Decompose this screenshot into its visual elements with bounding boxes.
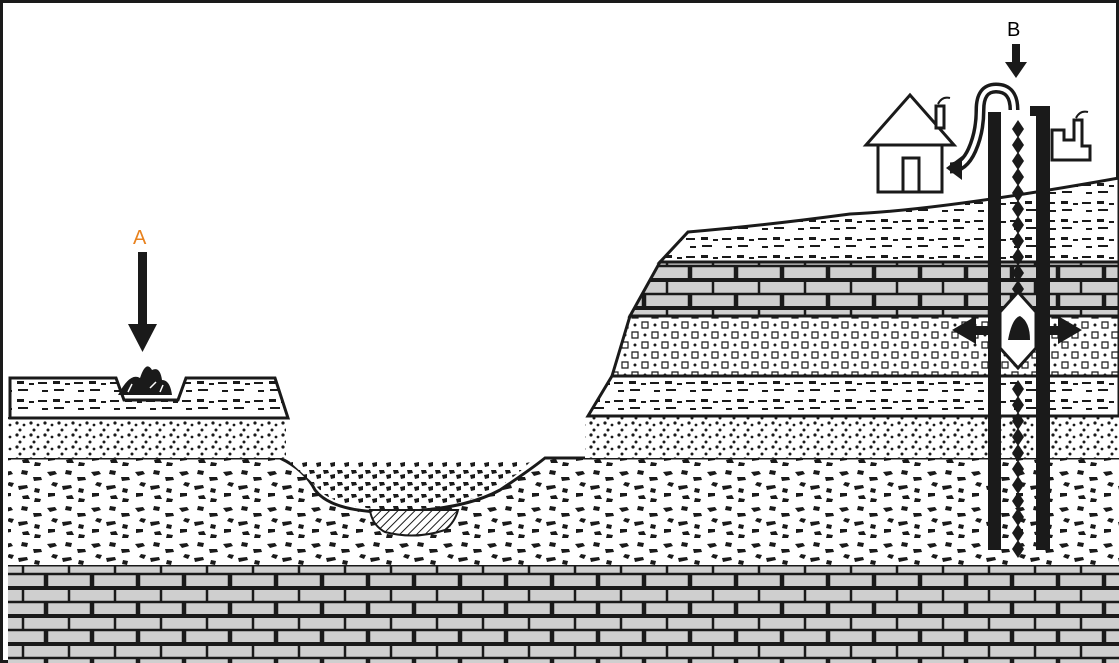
- label-a: A: [133, 227, 147, 249]
- left-sand-layer: [8, 418, 286, 458]
- aquifer-layer: [8, 458, 1119, 565]
- bedrock-layer: [8, 565, 1119, 663]
- label-b: B: [1007, 19, 1020, 41]
